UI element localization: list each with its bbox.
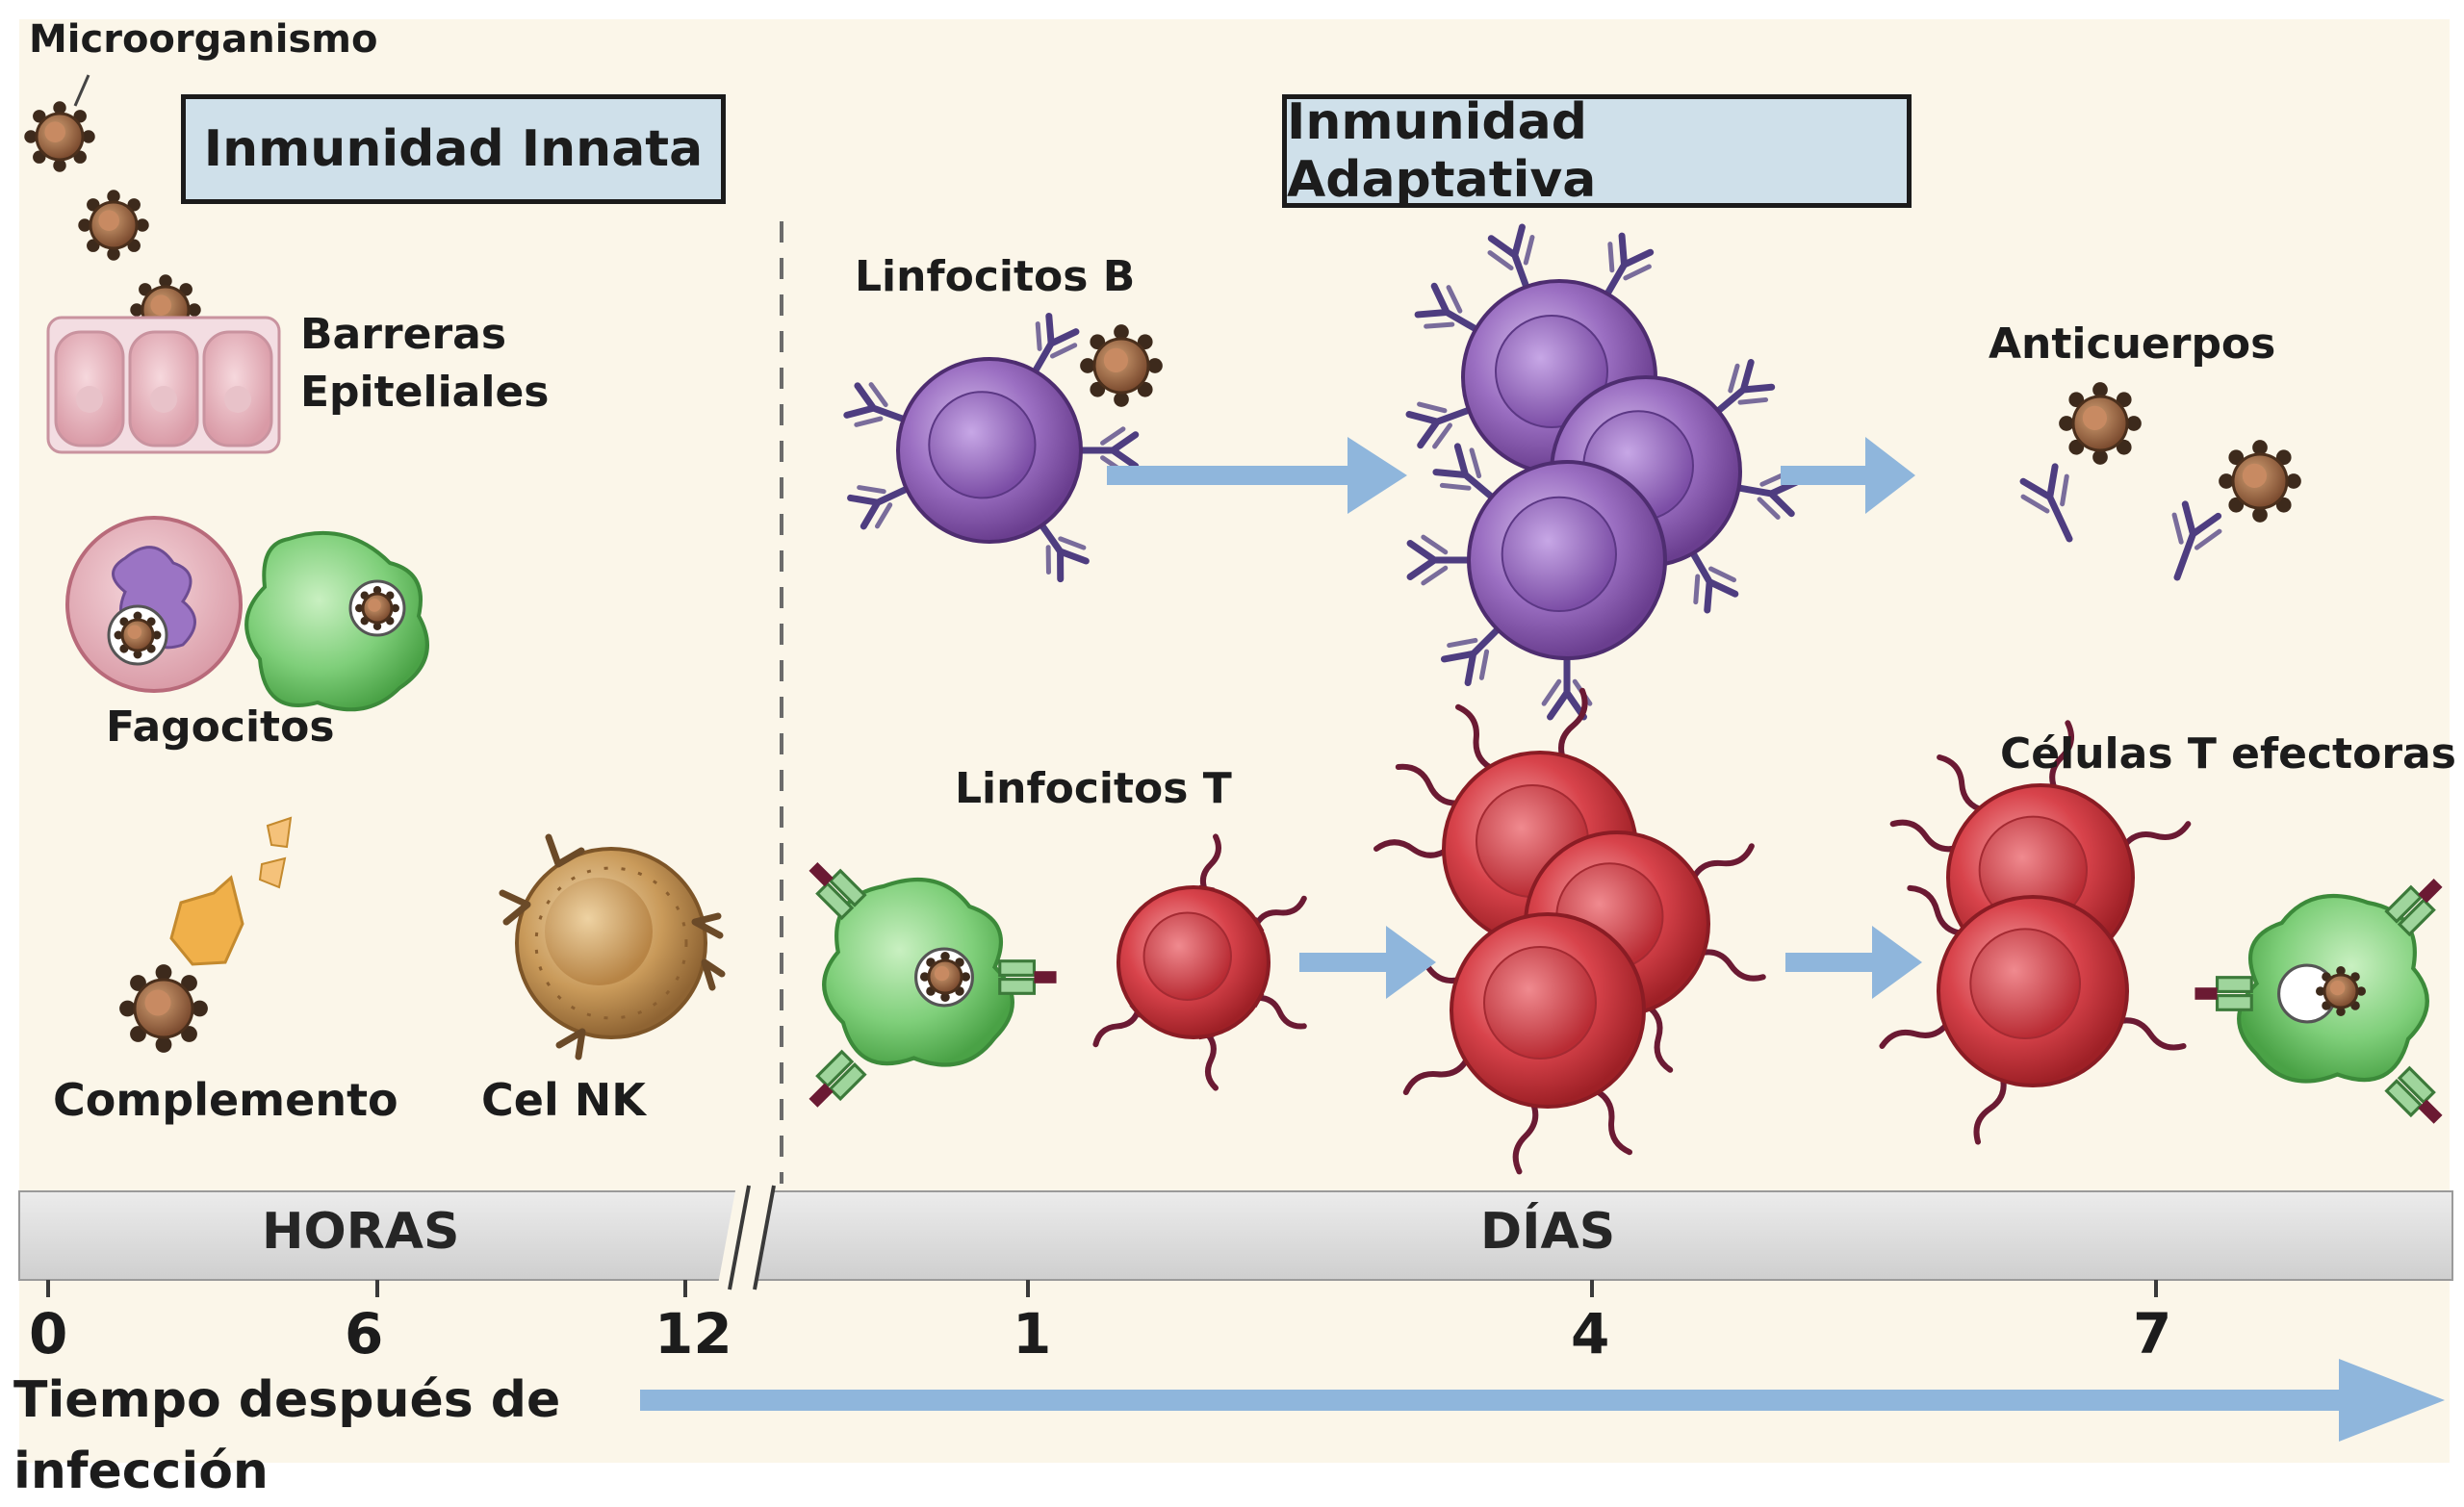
- t-lymphocytes-label: Linfocitos T: [955, 764, 1232, 813]
- engulfed-microorganism: [355, 586, 399, 630]
- b-cell-cluster-illustration: [1405, 223, 1801, 721]
- hours-band-label: HORAS: [262, 1203, 460, 1261]
- effector-t-cells-illustration: [1879, 720, 2443, 1145]
- arrow-b-to-antibodies: [1781, 437, 1915, 514]
- microorganism-particle: [78, 190, 149, 261]
- antibodies-label: Anticuerpos: [1989, 319, 2276, 369]
- t-lymphocyte-activation-illustration: [808, 833, 1307, 1108]
- presented-antigen: [2315, 965, 2367, 1017]
- b-lymphocytes-label: Linfocitos B: [855, 252, 1136, 301]
- timeline-band: [18, 1185, 2453, 1290]
- phagocytes-label: Fagocitos: [106, 702, 335, 752]
- epithelial-barrier-illustration: [46, 316, 281, 454]
- tick-label-hours-6: 6: [345, 1301, 384, 1367]
- innate-immunity-title: Inmunidad Innata: [181, 94, 726, 204]
- antibodies-illustration: [2019, 382, 2301, 581]
- engulfed-microorganism: [114, 611, 162, 659]
- b-cell: [843, 312, 1140, 583]
- arrow-b-expansion: [1107, 437, 1407, 514]
- nk-cell-label: Cel NK: [481, 1074, 646, 1126]
- complement-illustration: [119, 816, 293, 1053]
- t-cell: [1879, 884, 2187, 1145]
- time-arrow: [640, 1359, 2445, 1442]
- barriers-label-line2: Epiteliales: [300, 368, 550, 417]
- time-axis-title-line1: Tiempo después de: [13, 1371, 561, 1429]
- neutrophil-illustration: [65, 516, 243, 693]
- antibody-bound-microorganism: [2059, 382, 2142, 465]
- macrophage-illustration: [244, 530, 429, 712]
- tick-marks: [46, 1280, 2158, 1297]
- b-lymphocyte-illustration: [843, 312, 1163, 583]
- barriers-label-line1: Barreras: [300, 310, 507, 359]
- t-cell: [1092, 833, 1307, 1091]
- process-arrows: [1107, 437, 1922, 999]
- tick-label-hours-0: 0: [29, 1301, 68, 1367]
- nk-cell-illustration: [499, 833, 726, 1060]
- t-cell: [1373, 687, 1638, 947]
- tick-label-days-7: 7: [2133, 1301, 2172, 1367]
- time-axis-title-line2: infección: [13, 1443, 269, 1500]
- arrow-t-expansion: [1299, 926, 1436, 999]
- tick-label-hours-12: 12: [654, 1301, 732, 1367]
- presented-antigen: [919, 951, 971, 1003]
- arrow-t-to-effector: [1785, 926, 1922, 999]
- antibody-bound-microorganism: [2219, 440, 2301, 523]
- microorganism-pointer: [73, 74, 90, 107]
- complement-label: Complemento: [53, 1074, 398, 1126]
- complement-target-microorganism: [119, 964, 208, 1053]
- tick-label-days-1: 1: [1013, 1301, 1052, 1367]
- b-cell: [1406, 443, 1667, 721]
- tick-label-days-4: 4: [1571, 1301, 1610, 1367]
- bound-microorganism: [1080, 324, 1163, 407]
- microorganism-particle: [24, 101, 95, 172]
- days-band-label: DÍAS: [1480, 1203, 1616, 1261]
- microorganism-label: Microorganismo: [29, 17, 378, 62]
- effector-t-cells-label: Células T efectoras: [2000, 729, 2456, 779]
- adaptive-immunity-title: Inmunidad Adaptativa: [1282, 93, 1912, 209]
- t-cell-cluster-illustration: [1373, 687, 1766, 1175]
